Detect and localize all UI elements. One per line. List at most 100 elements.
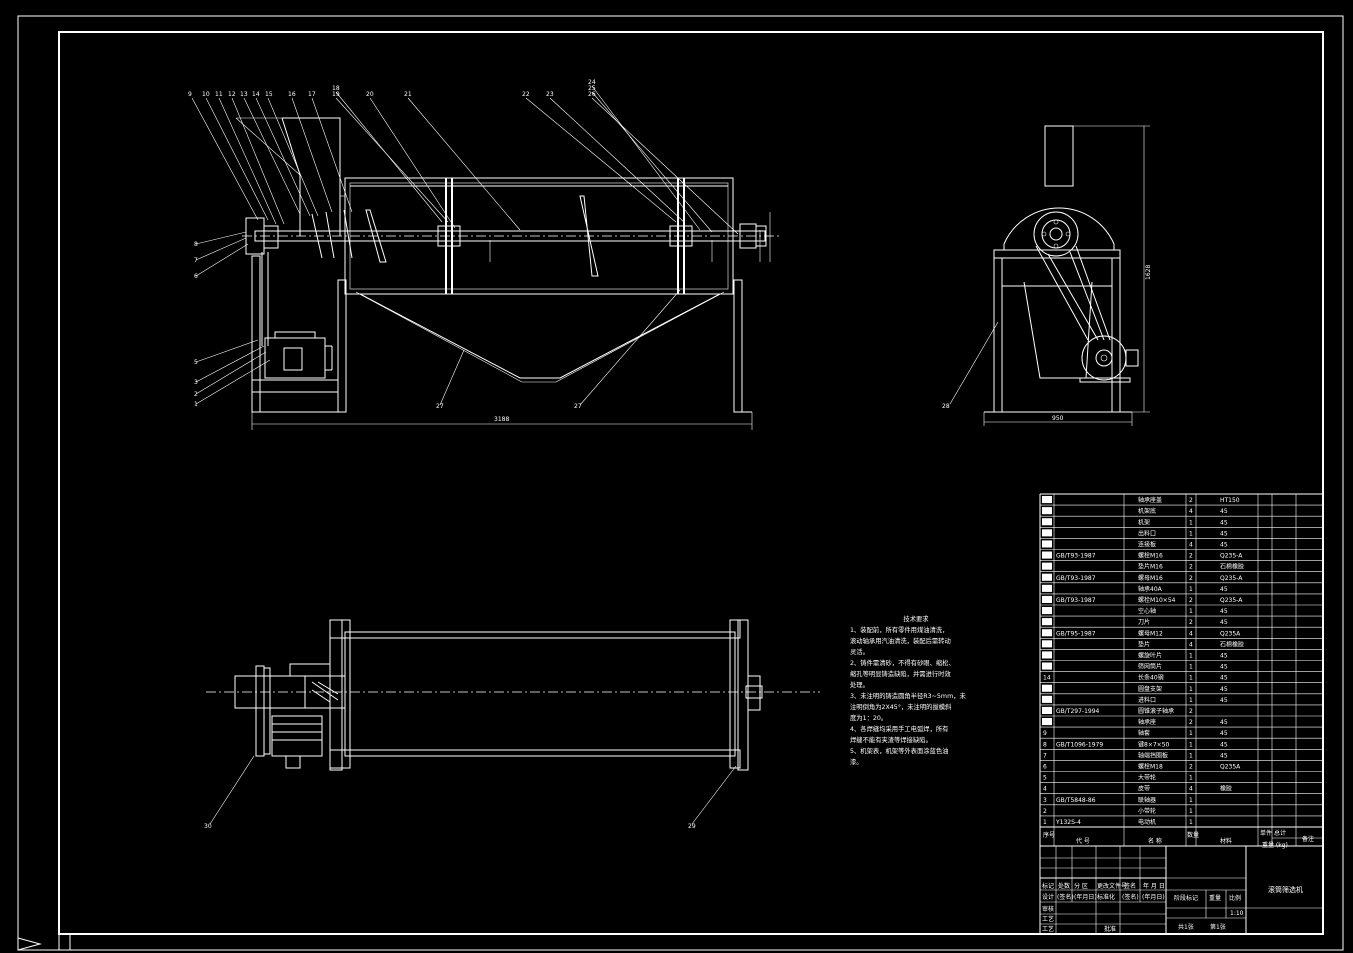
bom-seq: 9 — [1043, 730, 1047, 737]
bom-qty: 4 — [1189, 542, 1193, 549]
bom-name: 联轴器 — [1138, 796, 1156, 804]
bom-qty: 2 — [1189, 708, 1193, 715]
bom-name: 螺栓M16 — [1138, 552, 1163, 560]
bom-name: 螺栓M18 — [1138, 763, 1163, 771]
bom-material: 45 — [1220, 686, 1228, 693]
svg-text:签名: 签名 — [1124, 882, 1136, 890]
bom-qty: 2 — [1189, 575, 1193, 582]
bom-qty: 2 — [1189, 597, 1193, 604]
svg-text:13: 13 — [240, 91, 248, 98]
svg-text:21: 21 — [404, 91, 412, 98]
bom-qty: 2 — [1189, 719, 1193, 726]
svg-text:2: 2 — [194, 391, 198, 398]
bom-qty: 1 — [1189, 586, 1193, 593]
dim-length: 3188 — [494, 416, 509, 423]
bom-seq: 5 — [1043, 775, 1047, 782]
bom-qty: 1 — [1189, 808, 1193, 815]
bom-qty: 1 — [1189, 752, 1193, 759]
bom-name: 螺栓M10×54 — [1138, 596, 1176, 604]
bom-name: 螺旋叶片 — [1138, 652, 1162, 660]
bom-name: 机架 — [1138, 518, 1150, 526]
bom-name: 进料口 — [1138, 696, 1156, 704]
bom-name: 电动机 — [1138, 818, 1156, 826]
bom-qty: 1 — [1189, 741, 1193, 748]
svg-text:审核: 审核 — [1042, 905, 1054, 913]
bom-seq: 3 — [1043, 797, 1047, 804]
svg-text:设计: 设计 — [1042, 893, 1054, 901]
bom-material: 45 — [1220, 741, 1228, 748]
bom-qty: 1 — [1189, 530, 1193, 537]
bom-name: 键8×7×50 — [1138, 740, 1170, 748]
bom-header-code: 代 号 — [1076, 837, 1090, 845]
svg-text:阶段标记: 阶段标记 — [1174, 894, 1198, 902]
svg-text:16: 16 — [288, 91, 296, 98]
bom-qty: 1 — [1189, 775, 1193, 782]
seq-cell — [1042, 640, 1052, 648]
svg-text:11: 11 — [215, 91, 223, 98]
svg-text:1: 1 — [194, 401, 198, 408]
bom-code: Y132S-4 — [1055, 819, 1081, 826]
seq-cell — [1042, 551, 1052, 559]
bom-qty: 1 — [1189, 697, 1193, 704]
bom-name: 轴端挡圈板 — [1138, 751, 1168, 759]
bom-header-total: 总计 — [1274, 829, 1286, 837]
bom-material: 45 — [1220, 697, 1228, 704]
bom-header-qty: 数量 — [1187, 831, 1199, 839]
seq-cell — [1042, 507, 1052, 515]
tech-line: 缩孔等明显铸造缺陷，并需进行时效 — [850, 671, 951, 678]
bom-name: 大带轮 — [1138, 774, 1156, 782]
svg-text:10: 10 — [202, 91, 210, 98]
side-view: 950 1628 28 — [942, 125, 1152, 426]
bom-material: 45 — [1220, 608, 1228, 615]
seq-cell — [1042, 662, 1052, 670]
bom-header-seq: 序号 — [1043, 831, 1055, 839]
bom-seq: 14 — [1043, 675, 1051, 682]
svg-text:7: 7 — [194, 257, 198, 264]
tech-title: 技术要求 — [903, 616, 929, 623]
bom-name: 轴套 — [1138, 729, 1150, 737]
svg-text:共1张: 共1张 — [1178, 923, 1194, 931]
bom-material: 45 — [1220, 530, 1228, 537]
bom-code: GB/T95-1987 — [1056, 630, 1096, 637]
bom-name: 小带轮 — [1138, 807, 1156, 815]
bom-qty: 1 — [1189, 664, 1193, 671]
bom-qty: 1 — [1189, 819, 1193, 826]
technical-requirements: 技术要求 1、装配前，所有零件用煤油清洗，滚动轴承用汽油清洗，装配后需转动灵活。… — [850, 614, 982, 768]
tech-line: 灵活。 — [850, 649, 869, 656]
bom-material: 45 — [1220, 752, 1228, 759]
tech-line: 注明倒角为2X45°，未注明的拔模斜 — [850, 704, 952, 711]
bom-name: 筛网筒片 — [1138, 663, 1162, 671]
bom-qty: 4 — [1189, 508, 1193, 515]
bom-name: 空心轴 — [1138, 607, 1156, 615]
bom-code: GB/T297-1994 — [1056, 708, 1100, 715]
bom-seq: 4 — [1043, 786, 1047, 793]
bom-name: 轴承座盖 — [1138, 496, 1162, 504]
seq-cell — [1042, 706, 1052, 714]
callout-28: 28 — [942, 403, 950, 410]
bom-qty: 1 — [1189, 519, 1193, 526]
bom-seq: 8 — [1043, 741, 1047, 748]
bom-seq: 1 — [1043, 819, 1047, 826]
svg-text:(年月日): (年月日) — [1142, 893, 1165, 901]
seq-cell — [1042, 607, 1052, 615]
tech-line: 处理。 — [850, 682, 869, 689]
bom-material: 45 — [1220, 542, 1228, 549]
svg-text:20: 20 — [366, 91, 374, 98]
seq-cell — [1042, 595, 1052, 603]
callouts-front: 9 10 11 12 13 14 15 16 17 18 19 20 21 22… — [188, 79, 596, 410]
svg-text:25: 25 — [588, 85, 596, 92]
svg-text:23: 23 — [546, 91, 554, 98]
tech-line: 4、各焊缝均采用手工电弧焊，所有 — [850, 726, 949, 733]
bom-name: 垫片 — [1138, 640, 1150, 648]
bom-qty: 2 — [1189, 619, 1193, 626]
bom-qty: 2 — [1189, 564, 1193, 571]
bom-qty: 1 — [1189, 797, 1193, 804]
tech-line: 2、铸件需清砂，不得有砂眼、缩松、 — [850, 660, 955, 667]
outer-frame — [17, 15, 1344, 951]
seq-cell — [1042, 496, 1052, 504]
svg-text:17: 17 — [308, 91, 316, 98]
svg-text:8: 8 — [194, 241, 198, 248]
bom-header-unit: 单件 — [1260, 829, 1272, 837]
bom-material: 45 — [1220, 675, 1228, 682]
